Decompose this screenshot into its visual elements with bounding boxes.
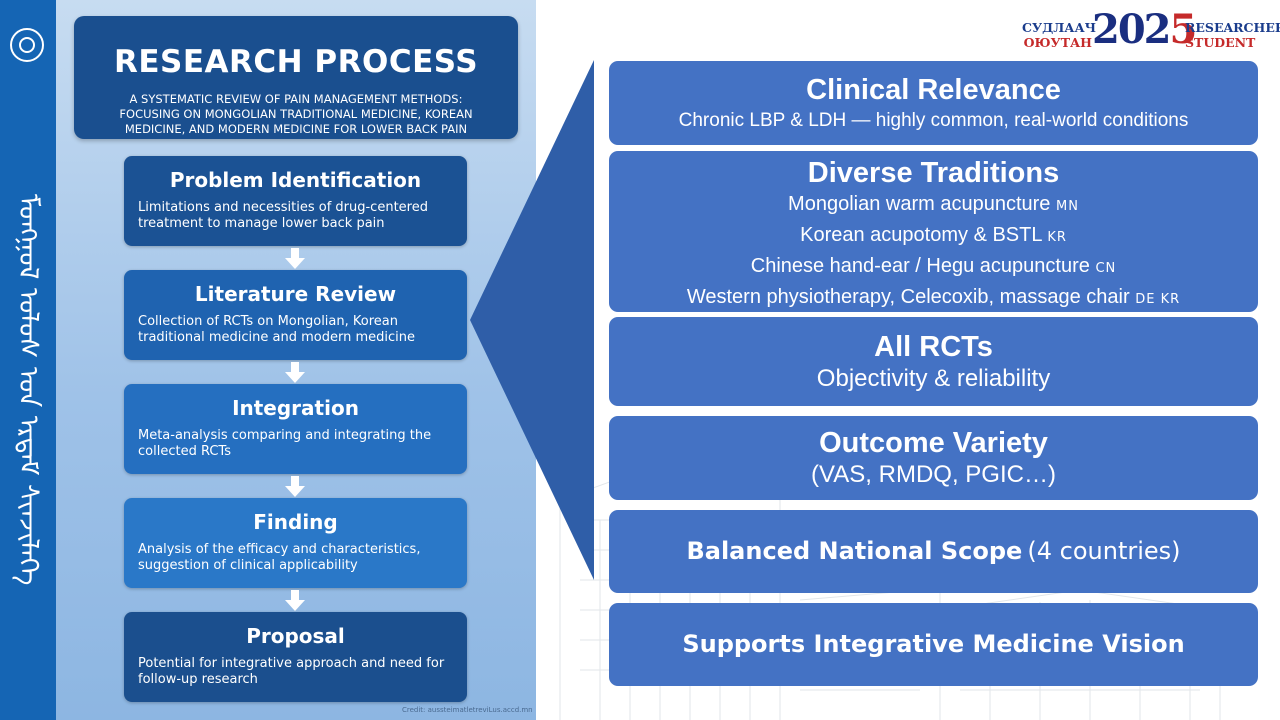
page-title: RESEARCH PROCESS bbox=[113, 44, 479, 80]
card-title: Supports Integrative Medicine Vision bbox=[682, 630, 1185, 658]
logo-mn-line-2: ОЮУТАН bbox=[1023, 35, 1092, 50]
tradition-item-western: Western physiotherapy, Celecoxib, massag… bbox=[609, 283, 1258, 314]
step-title: Proposal bbox=[246, 624, 345, 648]
step-title: Literature Review bbox=[194, 282, 397, 306]
card-supports-integrative-medicine: Supports Integrative Medicine Vision bbox=[609, 603, 1258, 686]
vertical-mongolian-script: ᠮᠣᠩᠭᠣᠯ ᠣᠯᠣᠰ ᠤᠨ ᠡᠷᠳᠡᠮ ᠰᠢᠨᠵᠢᠯᠡᠭᠡ bbox=[6, 72, 50, 708]
tradition-item-chinese: Chinese hand-ear / Hegu acupuncture CN bbox=[609, 252, 1258, 283]
card-title: Balanced National Scope bbox=[686, 537, 1023, 565]
research-process-title-box: RESEARCH PROCESS A SYSTEMATIC REVIEW OF … bbox=[74, 16, 518, 139]
card-detail: Objectivity & reliability bbox=[816, 365, 1051, 392]
tradition-item-mongolian: Mongolian warm acupuncture MN bbox=[609, 190, 1258, 221]
step-title: Integration bbox=[232, 396, 359, 420]
image-credit: Credit: aussteimatletreviLus.accd.mn bbox=[402, 706, 533, 714]
step-description: Meta-analysis comparing and integrating … bbox=[138, 428, 432, 459]
country-tag: DE KR bbox=[1135, 292, 1181, 307]
left-sidebar: ᠮᠣᠩᠭᠣᠯ ᠣᠯᠣᠰ ᠤᠨ ᠡᠷᠳᠡᠮ ᠰᠢᠨᠵᠢᠯᠡᠭᠡ bbox=[0, 0, 56, 720]
state-emblem-icon bbox=[10, 28, 44, 62]
card-title: Outcome Variety bbox=[819, 427, 1048, 459]
step-proposal: Proposal Potential for integrative appro… bbox=[124, 612, 467, 702]
card-all-rcts: All RCTs Objectivity & reliability bbox=[609, 317, 1258, 406]
tradition-text: Chinese hand-ear / Hegu acupuncture bbox=[750, 255, 1090, 277]
study-subtitle-line-3: MEDICINE, AND MODERN MEDICINE FOR LOWER … bbox=[124, 122, 468, 136]
card-detail: (VAS, RMDQ, PGIC…) bbox=[811, 461, 1056, 488]
logo-year: 2025 bbox=[1092, 6, 1197, 53]
vertical-script-text: ᠮᠣᠩᠭᠣᠯ ᠣᠯᠣᠰ ᠤᠨ ᠡᠷᠳᠡᠮ ᠰᠢᠨᠵᠢᠯᠡᠭᠡ bbox=[12, 194, 44, 586]
down-arrow-icon bbox=[285, 476, 305, 497]
step-description: Collection of RCTs on Mongolian, Korean … bbox=[138, 314, 416, 345]
step-literature-review: Literature Review Collection of RCTs on … bbox=[124, 270, 467, 360]
card-title: Diverse Traditions bbox=[807, 157, 1060, 189]
logo-mn-line-1: СУДЛААЧ bbox=[1022, 20, 1097, 35]
country-tag: KR bbox=[1047, 230, 1067, 245]
card-detail: Chronic LBP & LDH — highly common, real-… bbox=[678, 110, 1189, 131]
tradition-text: Mongolian warm acupuncture bbox=[788, 193, 1051, 215]
card-title: All RCTs bbox=[874, 331, 993, 363]
step-description: Potential for integrative approach and n… bbox=[138, 656, 445, 687]
step-title: Finding bbox=[253, 510, 338, 534]
study-subtitle: A SYSTEMATIC REVIEW OF PAIN MANAGEMENT M… bbox=[90, 92, 502, 137]
step-integration: Integration Meta-analysis comparing and … bbox=[124, 384, 467, 474]
card-diverse-traditions: Diverse Traditions Mongolian warm acupun… bbox=[609, 151, 1258, 312]
logo-mongolian-text: СУДЛААЧ ОЮУТАН bbox=[1022, 20, 1097, 50]
card-detail: (4 countries) bbox=[1027, 537, 1181, 565]
card-balanced-national-scope: Balanced National Scope (4 countries) bbox=[609, 510, 1258, 593]
study-subtitle-line-1: A SYSTEMATIC REVIEW OF PAIN MANAGEMENT M… bbox=[129, 92, 463, 106]
callout-wedge-connector bbox=[470, 60, 594, 580]
logo-year-last-digit: 5 bbox=[1169, 6, 1198, 53]
tradition-text: Korean acupotomy & BSTL bbox=[800, 224, 1042, 246]
tradition-item-korean: Korean acupotomy & BSTL KR bbox=[609, 221, 1258, 252]
logo-english-text: RESEARCHER STUDENT bbox=[1185, 20, 1280, 50]
country-tag: CN bbox=[1095, 261, 1117, 276]
step-description: Analysis of the efficacy and characteris… bbox=[138, 542, 421, 573]
down-arrow-icon bbox=[285, 248, 305, 269]
step-finding: Finding Analysis of the efficacy and cha… bbox=[124, 498, 467, 588]
step-problem-identification: Problem Identification Limitations and n… bbox=[124, 156, 467, 246]
country-tag: MN bbox=[1055, 199, 1079, 214]
step-title: Problem Identification bbox=[169, 168, 422, 192]
logo-en-line-1: RESEARCHER bbox=[1185, 20, 1280, 35]
card-clinical-relevance: Clinical Relevance Chronic LBP & LDH — h… bbox=[609, 61, 1258, 145]
logo-en-line-2: STUDENT bbox=[1185, 35, 1256, 50]
down-arrow-icon bbox=[285, 590, 305, 611]
study-subtitle-line-2: FOCUSING ON MONGOLIAN TRADITIONAL MEDICI… bbox=[119, 107, 473, 121]
step-description: Limitations and necessities of drug-cent… bbox=[138, 200, 428, 231]
logo-year-prefix: 202 bbox=[1092, 6, 1171, 53]
card-outcome-variety: Outcome Variety (VAS, RMDQ, PGIC…) bbox=[609, 416, 1258, 500]
card-title: Clinical Relevance bbox=[806, 74, 1061, 106]
down-arrow-icon bbox=[285, 362, 305, 383]
researcher-student-2025-logo: СУДЛААЧ ОЮУТАН 2025 RESEARCHER STUDENT bbox=[1022, 6, 1280, 60]
tradition-text: Western physiotherapy, Celecoxib, massag… bbox=[686, 286, 1130, 308]
